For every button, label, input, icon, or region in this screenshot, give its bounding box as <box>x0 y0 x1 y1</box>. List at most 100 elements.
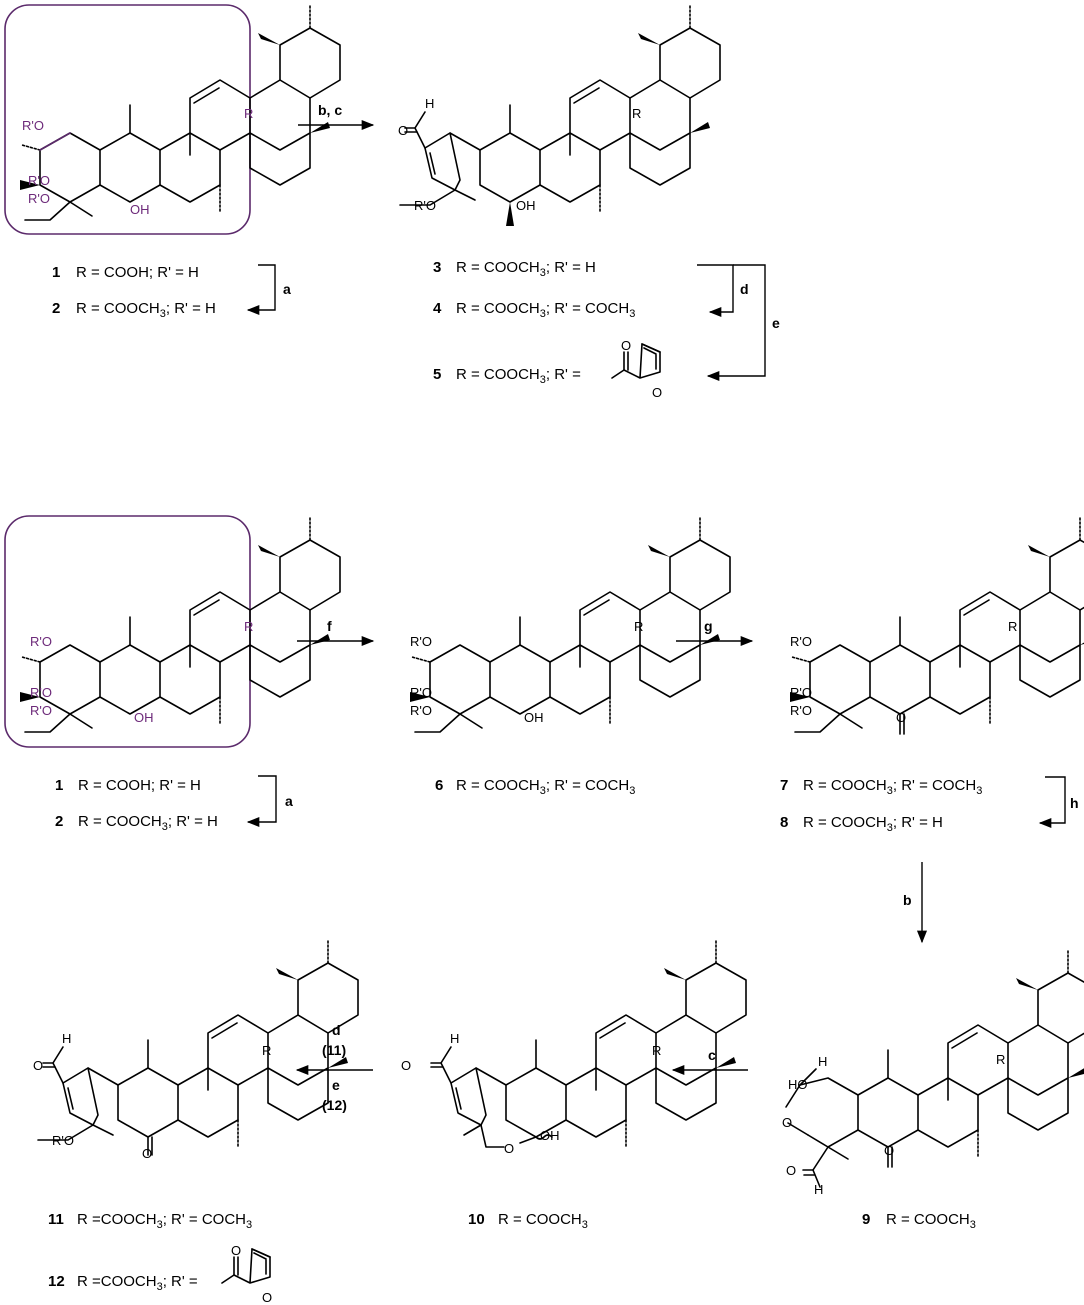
compound-id-3: 3 <box>433 259 441 276</box>
atom-r-5: R <box>1008 619 1017 634</box>
reagent-f: f <box>327 618 332 634</box>
atom-ro-8: R'O <box>410 634 432 649</box>
atom-r-2: R <box>632 106 641 121</box>
atom-oh-2: OH <box>516 198 536 213</box>
structure-compound-6 <box>409 516 731 733</box>
atom-r-4: R <box>634 619 643 634</box>
atom-h-ald-9: H <box>814 1182 823 1197</box>
atom-o-ketone-11: O <box>142 1146 152 1161</box>
reagent-d-top: d <box>740 281 749 297</box>
compound-label-2-middle: R = COOCH3; R' = H <box>78 813 218 833</box>
reagent-g: g <box>704 618 713 634</box>
reagent-h: h <box>1070 795 1079 811</box>
atom-o-furoyl-12: O <box>231 1243 241 1258</box>
structure-compound-3 <box>399 4 721 226</box>
atom-o-ketone-7: O <box>896 710 906 725</box>
atom-h-ald-10: H <box>450 1031 459 1046</box>
furoyl-group-5 <box>611 343 661 379</box>
compound-id-5: 5 <box>433 366 441 383</box>
compound-id-6: 6 <box>435 777 443 794</box>
atom-r-10: R <box>652 1043 661 1058</box>
atom-oh-3: OH <box>134 710 154 725</box>
atom-ro-5: R'O <box>30 634 52 649</box>
atom-o-ald-3: O <box>398 123 408 138</box>
compound-label-8: R = COOCH3; R' = H <box>803 814 943 834</box>
compound-label-6: R = COOCH3; R' = COCH3 <box>456 777 635 797</box>
atom-h-ald-3: H <box>425 96 434 111</box>
atom-oh-1: OH <box>130 202 150 217</box>
atom-h-ald-11: H <box>62 1031 71 1046</box>
compound-label-4: R = COOCH3; R' = COCH3 <box>456 300 635 320</box>
compound-label-3: R = COOCH3; R' = H <box>456 259 596 279</box>
atom-r-9: R <box>996 1052 1005 1067</box>
atom-ro-3: R'O <box>28 191 50 206</box>
compound-id-9: 9 <box>862 1211 870 1228</box>
compound-label-12: R =COOCH3; R' = <box>77 1273 198 1293</box>
atom-o-furan-12: O <box>262 1290 272 1305</box>
atom-r-11: R <box>262 1043 271 1058</box>
atom-ro-12: R'O <box>790 685 812 700</box>
compound-label-1-middle: R = COOH; R' = H <box>78 777 201 794</box>
structure-compound-9 <box>785 949 1084 1188</box>
atom-ro-2: R'O <box>28 173 50 188</box>
compound-label-1-top: R = COOH; R' = H <box>76 264 199 281</box>
atom-ro-1: R'O <box>22 118 44 133</box>
compound-label-9: R = COOCH3 <box>886 1211 976 1231</box>
arrow-a-middle <box>246 775 277 828</box>
atom-ro-11b: R'O <box>52 1133 74 1148</box>
atom-r-3: R <box>244 619 253 634</box>
atom-o-ring-9: O <box>782 1115 792 1130</box>
reagent-e-bottom: e <box>332 1077 340 1093</box>
reagent-d-bottom: d <box>332 1022 341 1038</box>
compound-id-10: 10 <box>468 1211 485 1228</box>
atom-ro-7: R'O <box>30 703 52 718</box>
structure-compound-7 <box>790 516 1084 735</box>
compound-id-1-top: 1 <box>52 264 60 281</box>
furoyl-group-12 <box>221 1248 271 1284</box>
atom-ro-6: R'O <box>30 685 52 700</box>
compound-label-10: R = COOCH3 <box>498 1211 588 1231</box>
structure-compound-1-top <box>19 4 341 221</box>
arrow-e-top <box>706 264 766 382</box>
atom-o-ald-11: O <box>33 1058 43 1073</box>
reagent-a-middle: a <box>285 793 293 809</box>
atom-o-furan-5: O <box>652 385 662 400</box>
arrow-h <box>1038 776 1066 829</box>
compound-label-5: R = COOCH3; R' = <box>456 366 581 386</box>
reagent-bc: b, c <box>318 102 342 118</box>
atom-o-ketone-9: O <box>884 1143 894 1158</box>
atom-ro-11: R'O <box>790 634 812 649</box>
structure-compound-1-middle <box>19 516 341 733</box>
compound-id-2-middle: 2 <box>55 813 63 830</box>
atom-h-9a: H <box>818 1054 827 1069</box>
compound-id-12: 12 <box>48 1273 65 1290</box>
atom-ro-13: R'O <box>790 703 812 718</box>
atom-ro-10: R'O <box>410 703 432 718</box>
compound-id-11: 11 <box>48 1211 64 1228</box>
compound-id-2-top: 2 <box>52 300 60 317</box>
reagent-d11: (11) <box>322 1042 346 1058</box>
compound-id-7: 7 <box>780 777 788 794</box>
atom-o-ring-10: O <box>504 1141 514 1156</box>
atom-o-furoyl-5: O <box>621 338 631 353</box>
atom-ro-9: R'O <box>410 685 432 700</box>
atom-ro-4: R'O <box>414 198 436 213</box>
reagent-e-top: e <box>772 315 780 331</box>
reagent-c: c <box>708 1047 716 1063</box>
atom-o-ald-10: O <box>401 1058 411 1073</box>
arrow-d-top <box>697 264 734 318</box>
compound-label-2-top: R = COOCH3; R' = H <box>76 300 216 320</box>
atom-oh-4: OH <box>524 710 544 725</box>
compound-id-8: 8 <box>780 814 788 831</box>
atom-r-1: R <box>244 106 253 121</box>
atom-o-ald-9: O <box>786 1163 796 1178</box>
reagent-b: b <box>903 892 912 908</box>
compound-label-7: R = COOCH3; R' = COCH3 <box>803 777 982 797</box>
atom-ho-9: HO <box>788 1077 808 1092</box>
compound-id-4: 4 <box>433 300 442 317</box>
atom-oh-10: OH <box>540 1128 560 1143</box>
compound-label-11: R =COOCH3; R' = COCH3 <box>77 1211 252 1231</box>
compound-id-1-middle: 1 <box>55 777 63 794</box>
structure-compound-11 <box>37 939 359 1156</box>
